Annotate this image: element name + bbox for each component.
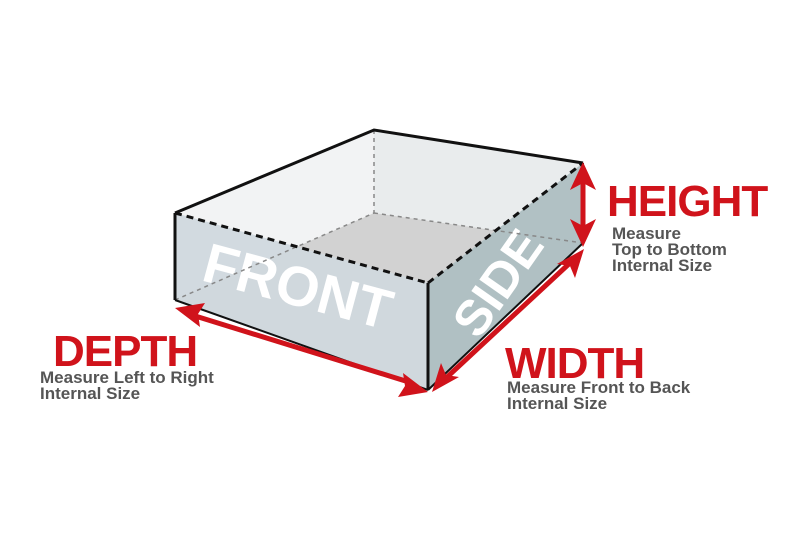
rim-front-dashed	[174, 211, 429, 285]
width-desc-line-1: Measure Front to Back	[507, 378, 691, 397]
side-face	[428, 163, 583, 390]
width-arrow	[432, 249, 584, 392]
height-desc-line-3: Internal Size	[612, 256, 713, 275]
width-desc-line-2: Internal Size	[507, 394, 608, 413]
depth-description: Measure Left to Right Internal Size	[40, 368, 214, 403]
depth-desc-line-2: Internal Size	[40, 384, 141, 403]
depth-title: DEPTH	[53, 327, 198, 376]
height-desc-line-2: Top to Bottom	[612, 240, 727, 259]
rim-back-solid	[174, 128, 584, 215]
front-face	[175, 213, 428, 390]
width-description: Measure Front to Back Internal Size	[507, 378, 691, 413]
height-arrow	[570, 162, 596, 247]
width-title: WIDTH	[505, 339, 645, 388]
rim-side-dashed	[427, 161, 584, 285]
height-description: Measure Top to Bottom Internal Size	[612, 224, 727, 275]
hidden-edge-floor-right	[373, 212, 584, 244]
depth-desc-line-1: Measure Left to Right	[40, 368, 214, 387]
depth-arrow	[175, 303, 428, 397]
side-bottom-edge	[427, 242, 584, 391]
height-title: HEIGHT	[607, 177, 768, 226]
height-desc-line-1: Measure	[612, 224, 681, 243]
